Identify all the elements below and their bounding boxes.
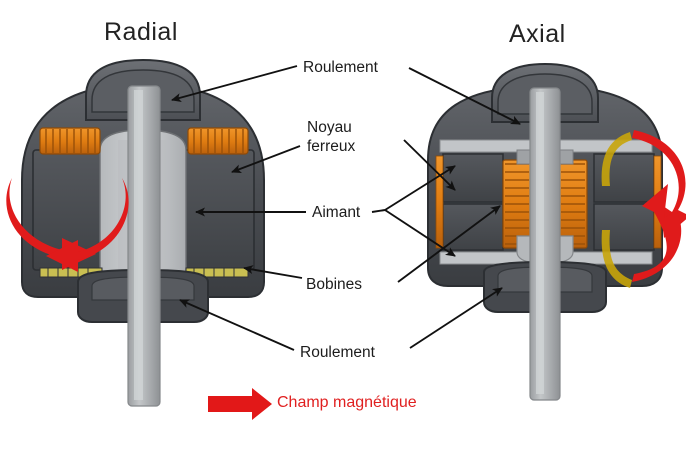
axial-coils xyxy=(502,159,588,249)
callout-roulement-bottom: Roulement xyxy=(300,344,375,361)
callout-roulement-top: Roulement xyxy=(303,59,378,76)
callout-aimant: Aimant xyxy=(312,204,361,221)
leader-roulement-top-radial xyxy=(171,65,298,102)
radial-bottom-bearing xyxy=(39,267,249,278)
leader-aimant-axial-upper xyxy=(384,165,456,211)
callout-bobines: Bobines xyxy=(306,276,363,293)
callout-noyau-line1: Noyau xyxy=(307,119,352,136)
leader-roulement-bottom-axial xyxy=(409,287,503,349)
leader-noyau-axial xyxy=(403,139,456,191)
callout-noyau-ferreux: Noyau ferreux xyxy=(307,118,397,156)
leader-roulement-top-axial xyxy=(408,67,521,125)
title-axial: Axial xyxy=(509,20,566,48)
axial-field-arrow xyxy=(601,130,686,288)
radial-field-arrow xyxy=(6,178,129,272)
leader-bobines-radial xyxy=(243,265,303,279)
radial-coils xyxy=(39,127,249,155)
callout-noyau-line2: ferreux xyxy=(307,138,356,155)
leader-aimant-branch-stub xyxy=(371,209,386,213)
radial-shaft xyxy=(127,85,161,407)
leader-bobines-axial xyxy=(397,205,501,283)
leader-roulement-bottom-radial xyxy=(179,299,295,351)
legend-label: Champ magnétique xyxy=(277,394,417,411)
axial-shaft xyxy=(529,87,561,401)
leader-noyau-radial xyxy=(231,145,301,173)
title-radial: Radial xyxy=(104,18,178,46)
